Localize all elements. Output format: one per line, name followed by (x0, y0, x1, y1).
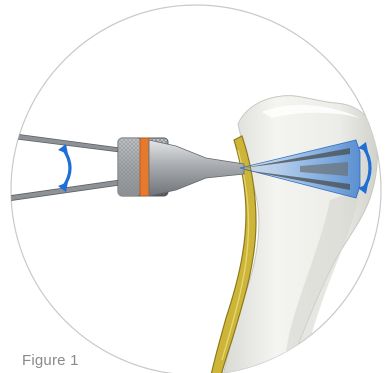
instrument-ring (140, 138, 149, 196)
figure-caption: Figure 1 (20, 352, 81, 370)
instrument-knob-cap (118, 138, 140, 196)
